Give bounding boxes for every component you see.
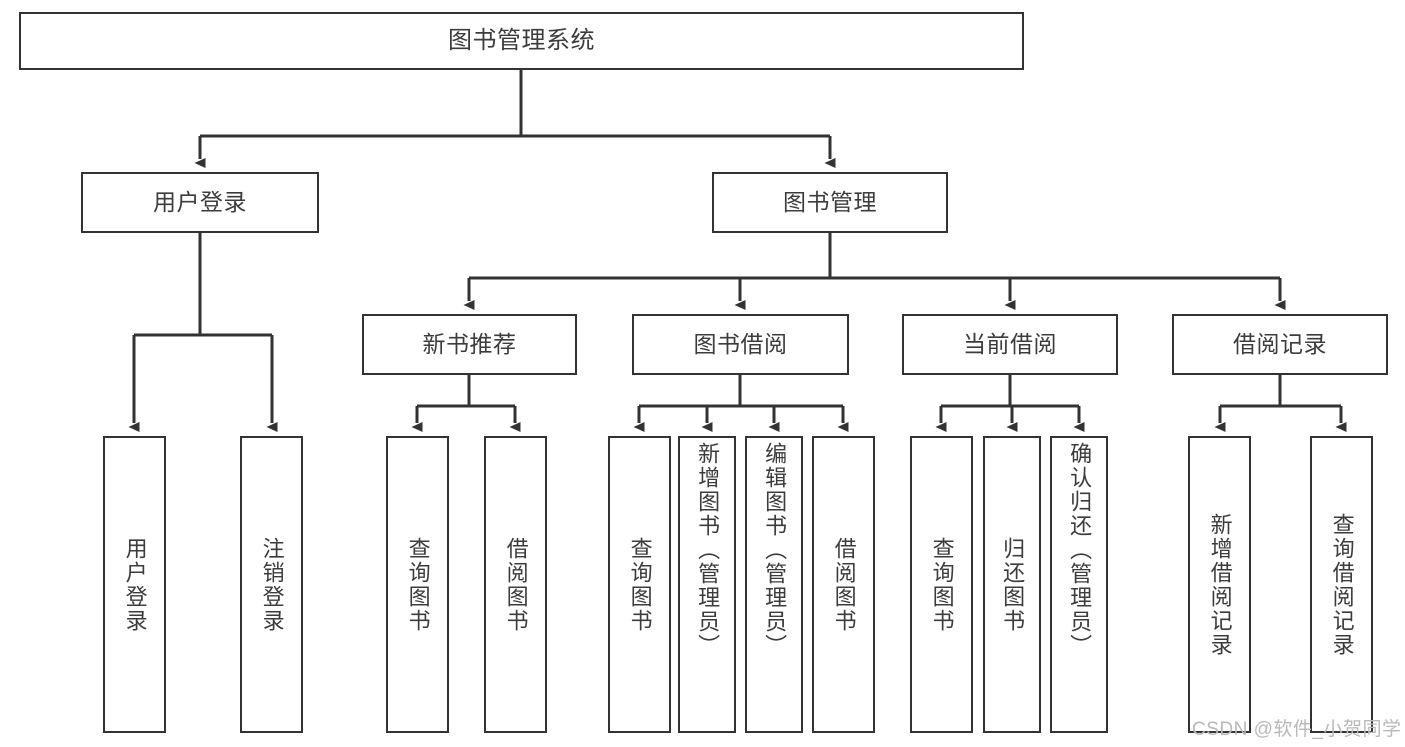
node-leaf-user-login[interactable]: 用户登录 bbox=[103, 436, 166, 733]
node-label: 编辑图书（管理员） bbox=[762, 442, 788, 658]
node-leaf-query-book-3[interactable]: 查询图书 bbox=[910, 436, 973, 733]
node-label: 新增图书（管理员） bbox=[695, 442, 721, 658]
node-current-borrow[interactable]: 当前借阅 bbox=[902, 314, 1118, 375]
node-leaf-add-record[interactable]: 新增借阅记录 bbox=[1188, 436, 1251, 733]
node-label: 当前借阅 bbox=[963, 331, 1057, 358]
node-label: 查询图书 bbox=[929, 536, 955, 633]
node-book-manage[interactable]: 图书管理 bbox=[712, 172, 948, 233]
node-label: 查询图书 bbox=[405, 536, 431, 633]
node-new-book-recommend[interactable]: 新书推荐 bbox=[362, 314, 577, 375]
node-label: 图书管理系统 bbox=[448, 27, 595, 55]
node-leaf-edit-book[interactable]: 编辑图书（管理员） bbox=[745, 436, 803, 733]
node-label: 新增借阅记录 bbox=[1207, 512, 1233, 657]
node-label: 借阅图书 bbox=[831, 536, 857, 633]
node-user-login[interactable]: 用户登录 bbox=[81, 172, 319, 233]
node-label: 用户登录 bbox=[153, 189, 247, 216]
node-label: 归还图书 bbox=[1000, 536, 1026, 633]
node-root-system[interactable]: 图书管理系统 bbox=[19, 12, 1024, 70]
node-borrow-record[interactable]: 借阅记录 bbox=[1172, 314, 1388, 375]
node-leaf-query-record[interactable]: 查询借阅记录 bbox=[1310, 436, 1373, 733]
node-leaf-return-book[interactable]: 归还图书 bbox=[983, 436, 1041, 733]
node-leaf-query-book-2[interactable]: 查询图书 bbox=[608, 436, 671, 733]
node-leaf-borrow-book-1[interactable]: 借阅图书 bbox=[484, 436, 547, 733]
node-leaf-query-book-1[interactable]: 查询图书 bbox=[386, 436, 449, 733]
node-label: 借阅记录 bbox=[1233, 331, 1327, 358]
node-leaf-add-book[interactable]: 新增图书（管理员） bbox=[678, 436, 736, 733]
node-label: 图书借阅 bbox=[693, 331, 788, 358]
node-label: 确认归还（管理员） bbox=[1067, 442, 1093, 658]
node-label: 查询借阅记录 bbox=[1329, 512, 1355, 657]
node-label: 注销登录 bbox=[259, 536, 285, 633]
node-label: 用户登录 bbox=[122, 536, 148, 633]
node-leaf-borrow-book-2[interactable]: 借阅图书 bbox=[812, 436, 875, 733]
node-book-borrow[interactable]: 图书借阅 bbox=[632, 314, 849, 375]
node-label: 借阅图书 bbox=[503, 536, 529, 633]
node-label: 查询图书 bbox=[627, 536, 653, 633]
node-label: 图书管理 bbox=[783, 189, 877, 216]
csdn-watermark: CSDN @软件_小贺同学 bbox=[1192, 719, 1402, 740]
node-label: 新书推荐 bbox=[422, 331, 517, 358]
node-leaf-logout[interactable]: 注销登录 bbox=[240, 436, 303, 733]
node-leaf-confirm-return[interactable]: 确认归还（管理员） bbox=[1050, 436, 1108, 733]
